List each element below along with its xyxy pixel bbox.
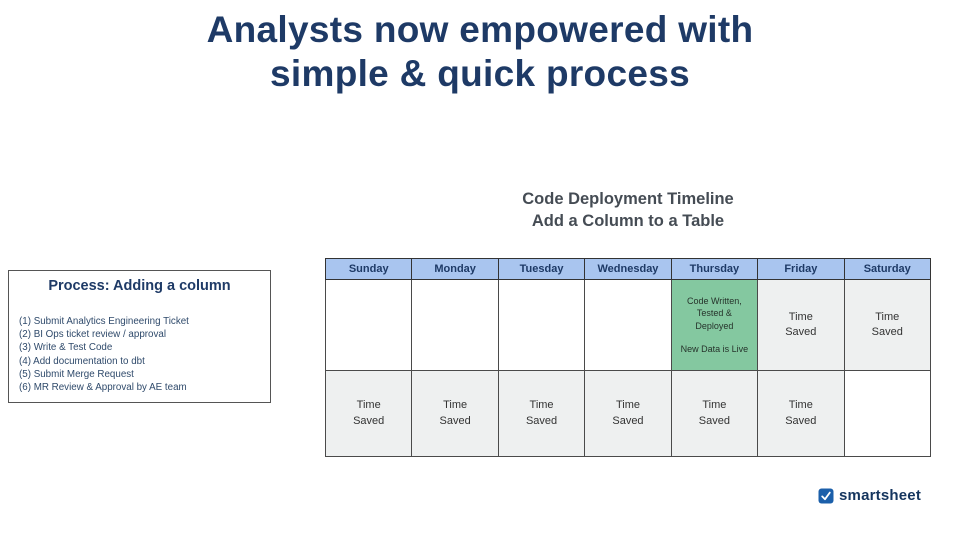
calendar-header-row: Sunday Monday Tuesday Wednesday Thursday… (324, 258, 932, 280)
day-header-saturday: Saturday (843, 258, 932, 280)
calendar-cell (843, 370, 932, 457)
calendar-cell (411, 279, 499, 371)
day-header-thursday: Thursday (670, 258, 759, 280)
calendar-cell (497, 279, 586, 371)
process-step-1: (1) Submit Analytics Engineering Ticket (19, 316, 189, 327)
timeline-heading: Code Deployment Timeline Add a Column to… (325, 188, 931, 233)
slide-title-line2: simple & quick process (270, 52, 690, 94)
time-saved-cell: Time Saved (757, 279, 845, 371)
time-saved-cell: Time Saved (757, 370, 845, 457)
time-saved-cell: Time Saved (584, 370, 672, 457)
day-header-sunday: Sunday (324, 258, 413, 280)
calendar-table: Sunday Monday Tuesday Wednesday Thursday… (324, 258, 932, 457)
process-box: Process: Adding a column (1) Submit Anal… (8, 270, 271, 403)
deployed-cell-line2: New Data is Live (680, 343, 749, 354)
smartsheet-logo: smartsheet (818, 487, 921, 504)
deployed-cell: Code Written, Tested & Deployed New Data… (670, 279, 759, 371)
process-steps: (1) Submit Analytics Engineering Ticket … (9, 315, 270, 394)
slide-title-line1: Analysts now empowered with (206, 9, 754, 50)
calendar-week1-row: Code Written, Tested & Deployed New Data… (324, 279, 932, 371)
day-header-monday: Monday (411, 258, 499, 280)
time-saved-cell: Time Saved (497, 370, 586, 457)
time-saved-cell: Time Saved (411, 370, 499, 457)
timeline-heading-line2: Add a Column to a Table (531, 212, 725, 231)
day-header-friday: Friday (757, 258, 845, 280)
timeline-heading-line1: Code Deployment Timeline (522, 190, 734, 208)
process-heading: Process: Adding a column (48, 278, 231, 294)
process-step-6: (6) MR Review & Approval by AE team (19, 382, 187, 394)
smartsheet-logo-text: smartsheet (839, 487, 922, 504)
calendar-cell (584, 279, 672, 371)
time-saved-cell: Time Saved (843, 279, 932, 371)
process-step-4: (4) Add documentation to dbt (19, 355, 145, 367)
slide-title: Analysts now empowered with simple & qui… (0, 8, 960, 95)
deployed-cell-line1: Code Written, Tested & Deployed (686, 296, 742, 331)
smartsheet-logo-icon (818, 488, 834, 504)
day-header-tuesday: Tuesday (497, 258, 586, 280)
time-saved-cell: Time Saved (670, 370, 759, 457)
process-step-2: (2) BI Ops ticket review / approval (19, 329, 167, 341)
process-step-5: (5) Submit Merge Request (19, 368, 134, 380)
process-step-3: (3) Write & Test Code (19, 342, 113, 354)
calendar-cell (324, 279, 413, 371)
time-saved-cell: Time Saved (324, 370, 413, 457)
day-header-wednesday: Wednesday (584, 258, 672, 280)
calendar-week2-row: Time Saved Time Saved Time Saved Time Sa… (324, 370, 932, 457)
